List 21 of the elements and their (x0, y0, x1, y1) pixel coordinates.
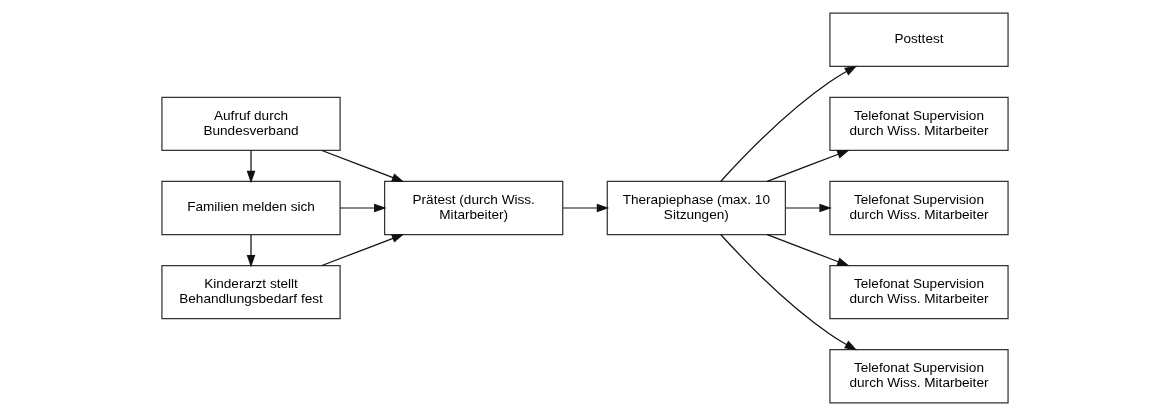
node-box: Posttest (829, 12, 1009, 67)
arrow (766, 149, 850, 182)
arrow (246, 150, 256, 184)
arrow (321, 234, 405, 267)
arrow (766, 234, 850, 267)
arrow (562, 203, 610, 213)
node-box: Kinderarzt stellt Behandlungsbedarf fest (161, 264, 341, 320)
arrow (720, 234, 858, 351)
node-box: Prätest (durch Wiss. Mitarbeiter) (384, 180, 564, 236)
arrow (784, 203, 832, 213)
node-box: Therapiephase (max. 10 Sitzungen) (606, 180, 786, 236)
arrow (246, 234, 256, 268)
node-box: Telefonat Supervision durch Wiss. Mitarbeiter (829, 264, 1009, 320)
arrow (339, 203, 387, 213)
arrow (321, 149, 405, 182)
node-box: Telefonat Supervision durch Wiss. Mitarbeiter (829, 96, 1009, 152)
node-box: Telefonat Supervision durch Wiss. Mitarbeiter (829, 180, 1009, 236)
node-box: Familien melden sich (161, 180, 341, 236)
node-box: Telefonat Supervision durch Wiss. Mitarbeiter (829, 349, 1009, 404)
arrow (720, 65, 858, 182)
node-box: Aufruf durch Bundesverband (161, 96, 341, 152)
